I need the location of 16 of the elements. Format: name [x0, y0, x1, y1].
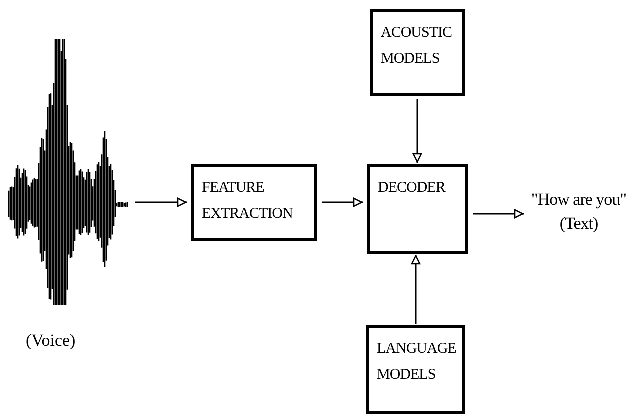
arrow: [322, 198, 363, 208]
process-box: [366, 325, 465, 414]
node-label: (Voice): [26, 331, 76, 351]
process-box: [367, 164, 468, 254]
process-box: [191, 164, 317, 241]
box-label: FEATURE EXTRACTION: [202, 179, 294, 224]
arrow: [135, 198, 187, 208]
output-text: "How are you": [531, 189, 627, 211]
arrow: [473, 209, 524, 219]
box-label: ACOUSTIC MODELS: [381, 24, 454, 69]
output-text: (Text): [560, 213, 598, 235]
box-label: LANGUAGE MODELS: [377, 340, 458, 385]
arrow: [412, 99, 422, 163]
arrow: [411, 255, 421, 324]
process-box: [370, 9, 465, 96]
box-label: DECODER: [378, 179, 447, 198]
